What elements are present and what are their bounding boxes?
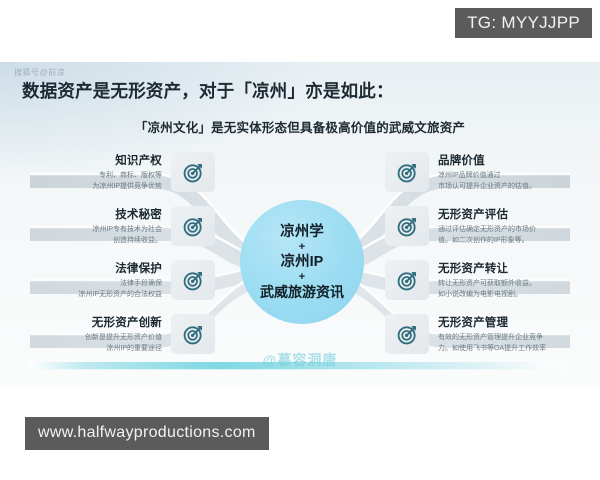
source-watermark: 搜狐号@前凉	[14, 68, 66, 77]
center-plus-2: +	[298, 271, 306, 284]
target-icon	[385, 314, 429, 354]
list-item-right-1[interactable]: 品牌价值 凉州IP品牌价值通过 市场认可提升企业资产的估值。	[385, 148, 536, 196]
item-title: 知识产权	[115, 155, 162, 168]
item-title: 无形资产创新	[91, 317, 162, 330]
center-line-1: 凉州学	[280, 223, 324, 240]
item-description: 通过评估确定无形资产的市场价 值。如二次创作的IP形象等。	[438, 226, 536, 244]
center-plus-1: +	[298, 240, 306, 253]
list-item-left-3[interactable]: 法律保护 法律手段确保 凉州IP无形资产的合法权益	[78, 256, 215, 304]
item-text: 无形资产创新 创新是提升无形资产价值 凉州IP的重要途径	[85, 314, 162, 353]
list-item-right-3[interactable]: 无形资产转让 转让无形资产可获取额外收益。 如小说改编为电影电视剧。	[385, 256, 536, 304]
center-line-2: 凉州IP	[280, 254, 324, 271]
item-text: 无形资产转让 转让无形资产可获取额外收益。 如小说改编为电影电视剧。	[438, 260, 536, 299]
list-item-left-2[interactable]: 技术秘密 凉州IP专有技术为社会 创造持续收益。	[92, 202, 215, 250]
item-text: 无形资产评估 通过评估确定无形资产的市场价 值。如二次创作的IP形象等。	[438, 206, 536, 245]
center-line-3: 武威旅游资讯	[260, 283, 344, 300]
target-icon	[171, 152, 215, 192]
item-title: 无形资产管理	[438, 317, 509, 330]
item-title: 技术秘密	[115, 209, 162, 222]
center-node: 凉州学 + 凉州IP + 武威旅游资讯	[240, 200, 364, 324]
item-description: 有效的无形资产管理提升企业竞争 力。如使用飞书等OA提升工作效率	[438, 334, 547, 352]
page-title: 数据资产是无形资产，对于「凉州」亦是如此：	[22, 81, 394, 101]
item-description: 凉州IP品牌价值通过 市场认可提升企业资产的估值。	[438, 172, 536, 190]
item-description: 法律手段确保 凉州IP无形资产的合法权益	[78, 280, 162, 298]
item-text: 知识产权 专利、商标、版权等 为凉州IP提供竞争优势	[92, 152, 162, 191]
list-item-left-4[interactable]: 无形资产创新 创新是提升无形资产价值 凉州IP的重要途径	[85, 310, 215, 358]
item-title: 无形资产评估	[438, 209, 509, 222]
list-item-right-4[interactable]: 无形资产管理 有效的无形资产管理提升企业竞争 力。如使用飞书等OA提升工作效率	[385, 310, 546, 358]
target-icon	[385, 260, 429, 300]
telegram-tag: TG: MYYJJPP	[455, 8, 592, 38]
target-icon	[171, 314, 215, 354]
author-watermark: @慕容洞唐	[262, 352, 338, 368]
item-title: 品牌价值	[438, 155, 485, 168]
target-icon	[171, 260, 215, 300]
item-text: 品牌价值 凉州IP品牌价值通过 市场认可提升企业资产的估值。	[438, 152, 536, 191]
item-title: 法律保护	[115, 263, 162, 276]
target-icon	[385, 152, 429, 192]
target-icon	[385, 206, 429, 246]
target-icon	[171, 206, 215, 246]
item-description: 专利、商标、版权等 为凉州IP提供竞争优势	[92, 172, 162, 190]
item-title: 无形资产转让	[438, 263, 509, 276]
list-item-left-1[interactable]: 知识产权 专利、商标、版权等 为凉州IP提供竞争优势	[92, 148, 215, 196]
item-text: 法律保护 法律手段确保 凉州IP无形资产的合法权益	[78, 260, 162, 299]
item-description: 转让无形资产可获取额外收益。 如小说改编为电影电视剧。	[438, 280, 536, 298]
website-url-tag: www.halfwayproductions.com	[25, 417, 269, 450]
list-item-right-2[interactable]: 无形资产评估 通过评估确定无形资产的市场价 值。如二次创作的IP形象等。	[385, 202, 536, 250]
item-text: 技术秘密 凉州IP专有技术为社会 创造持续收益。	[92, 206, 162, 245]
page-subtitle: 「凉州文化」是无实体形态但具备极高价值的武威文旅资产	[134, 121, 466, 135]
item-description: 创新是提升无形资产价值 凉州IP的重要途径	[85, 334, 162, 352]
item-text: 无形资产管理 有效的无形资产管理提升企业竞争 力。如使用飞书等OA提升工作效率	[438, 314, 546, 353]
item-description: 凉州IP专有技术为社会 创造持续收益。	[92, 226, 162, 244]
infographic-card: 搜狐号@前凉 数据资产是无形资产，对于「凉州」亦是如此： 「凉州文化」是无实体形…	[0, 62, 600, 385]
